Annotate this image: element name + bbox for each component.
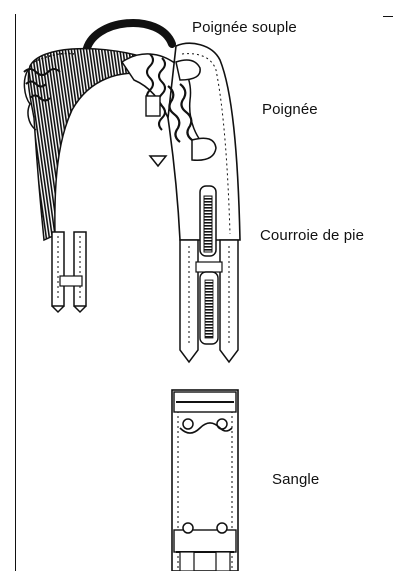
strap-right bbox=[180, 240, 238, 362]
saddle-flap-right bbox=[168, 43, 240, 256]
label-handle: Poignée bbox=[262, 101, 318, 118]
label-foot-strap: Courroie de pie bbox=[260, 227, 364, 244]
girth bbox=[172, 390, 238, 571]
saddle-flap-left bbox=[24, 49, 150, 240]
label-girth: Sangle bbox=[272, 471, 319, 488]
soft-handle bbox=[86, 23, 172, 52]
label-soft-handle: Poignée souple bbox=[192, 19, 297, 36]
saddle-seat bbox=[122, 54, 176, 166]
strap-left bbox=[52, 232, 86, 312]
